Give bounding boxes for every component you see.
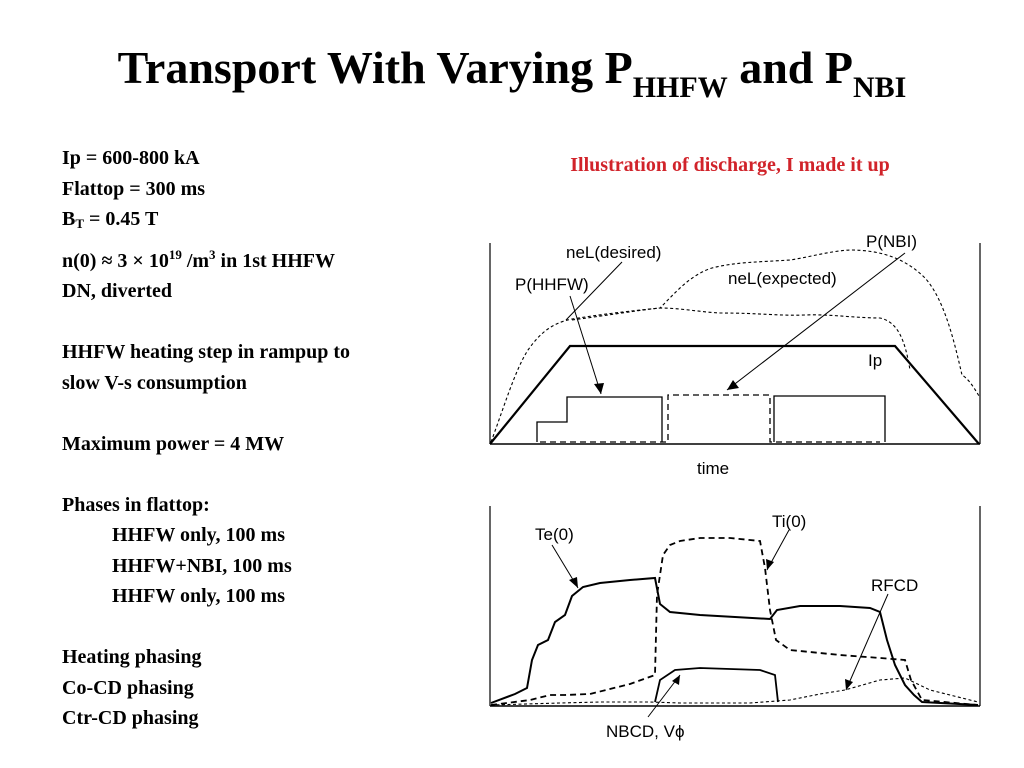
- ip-label: Ip: [868, 351, 882, 370]
- phase-item: HHFW+NBI, 100 ms: [112, 554, 292, 577]
- pnbi-arrowhead: [727, 380, 739, 390]
- nbcd-arrowhead: [672, 675, 680, 685]
- density-prefix: n(0) ≈ 3 × 10: [62, 249, 169, 272]
- ip-line: Ip = 600-800 kA: [62, 147, 200, 169]
- pnbi-leader: [726, 252, 906, 391]
- pnbi-label: P(NBI): [866, 232, 917, 251]
- illustration-note: Illustration of discharge, I made it up: [570, 154, 890, 176]
- max-power-line: Maximum power = 4 MW: [62, 432, 285, 455]
- time-label: time: [697, 459, 729, 478]
- ti0-trace: [490, 537, 979, 706]
- density-exponent: 19: [168, 246, 182, 262]
- step-line-1: HHFW heating step in rampup to: [62, 341, 350, 363]
- ti0-arrowhead: [766, 559, 774, 570]
- ti0-label: Ti(0): [772, 512, 806, 531]
- bottom-panel: [489, 506, 981, 718]
- rfcd-leader: [845, 593, 889, 691]
- te0-trace: [490, 576, 979, 706]
- density-suffix: in 1st HHFW: [215, 249, 335, 272]
- pnbi-trace: [540, 394, 880, 443]
- bt-symbol: B: [62, 208, 76, 230]
- rfcd-trace: [490, 677, 979, 706]
- title-text: Transport With Varying P: [117, 42, 633, 93]
- phasing-item: Heating phasing: [62, 646, 202, 668]
- density-unit-exponent: 3: [209, 246, 216, 262]
- te0-arrowhead: [569, 577, 578, 588]
- dn-line: DN, diverted: [62, 280, 172, 302]
- flattop-line: Flattop = 300 ms: [62, 177, 206, 200]
- nbcd-label: NBCD, Vϕ: [606, 722, 684, 741]
- density-line: n(0) ≈ 3 × 1019 /m3 in 1st HHFW: [62, 240, 482, 277]
- top-panel: [489, 243, 981, 445]
- title-subscript-nbi: NBI: [852, 71, 907, 104]
- slide-title: Transport With Varying PHHFW and PNBI: [0, 38, 1024, 118]
- density-unit: /m: [181, 249, 210, 272]
- bt-value: = 0.45 T: [84, 208, 159, 230]
- te0-label: Te(0): [535, 525, 574, 544]
- phase-item: HHFW only, 100 ms: [112, 585, 285, 607]
- title-text-mid: and P: [727, 42, 853, 93]
- phasing-item: Ctr-CD phasing: [62, 707, 199, 729]
- ip-trace: [489, 344, 980, 445]
- phhfw-label: P(HHFW): [515, 275, 589, 294]
- phase-item: HHFW only, 100 ms: [112, 524, 285, 546]
- bt-line: BT = 0.45 T: [62, 204, 482, 240]
- nel-expected-curve: [571, 307, 911, 371]
- phhfw-trace-3: [773, 395, 886, 442]
- phhfw-arrowhead: [594, 383, 604, 394]
- nel-desired-leader: [565, 261, 623, 321]
- rfcd-arrowhead: [845, 679, 853, 690]
- nbcd-trace: [654, 667, 779, 703]
- step-line-2: slow V-s consumption: [62, 371, 247, 394]
- phasing-item: Co-CD phasing: [62, 676, 194, 699]
- title-subscript-hhfw: HHFW: [632, 71, 728, 104]
- bt-subscript: T: [75, 216, 85, 231]
- phhfw-trace: [536, 396, 663, 442]
- phhfw-leader: [569, 295, 602, 395]
- nel-expected-label: neL(expected): [728, 269, 837, 288]
- nel-desired-label: neL(desired): [566, 243, 661, 262]
- parameters-text-block: Ip = 600-800 kA Flattop = 300 ms BT = 0.…: [62, 143, 482, 734]
- rfcd-label: RFCD: [871, 576, 918, 595]
- nel-desired-curve: [490, 249, 980, 443]
- phases-header: Phases in flattop:: [62, 493, 210, 516]
